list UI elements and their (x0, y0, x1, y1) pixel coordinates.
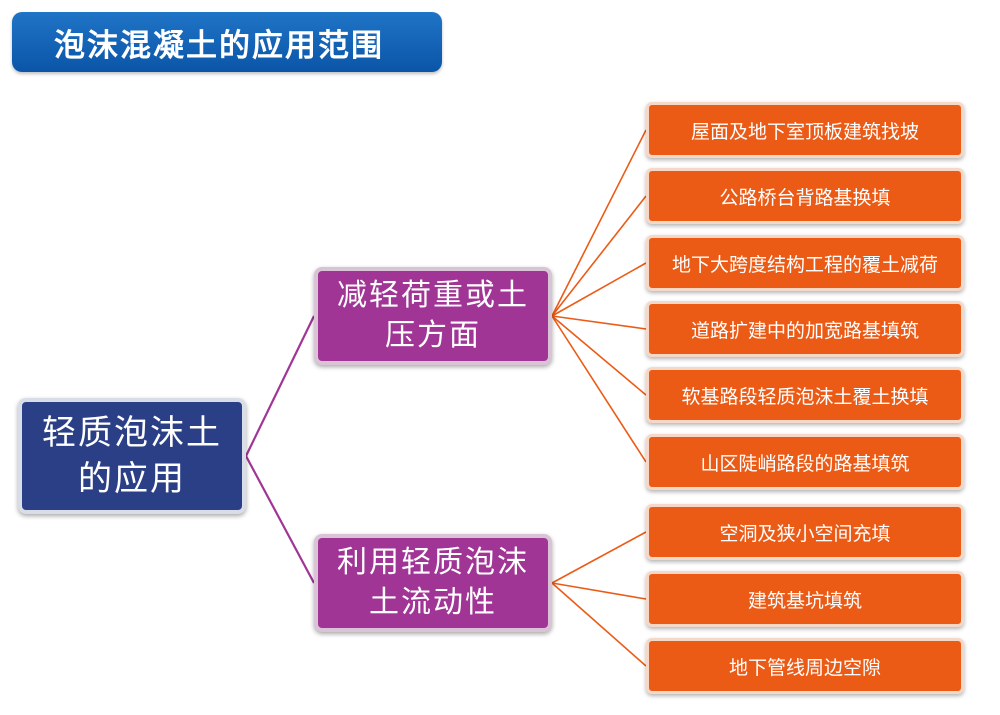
leaf-node-mountain-road: 山区陡峭路段的路基填筑 (646, 434, 964, 490)
leaf-label: 建筑基坑填筑 (747, 589, 862, 612)
leaf-node-roof-slope: 屋面及地下室顶板建筑找坡 (646, 102, 964, 158)
leaf-label: 地下管线周边空隙 (728, 656, 881, 679)
leaf-connector-line (551, 582, 647, 667)
branch-label: 减轻荷重或土压方面 (337, 278, 529, 353)
root-label: 轻质泡沫土的应用 (42, 413, 222, 499)
leaf-connector-line (551, 531, 647, 584)
leaf-label: 屋面及地下室顶板建筑找坡 (690, 120, 919, 143)
leaf-label: 软基路段轻质泡沫土覆土换填 (681, 385, 929, 408)
leaf-label: 地下大跨度结构工程的覆土减荷 (671, 253, 938, 276)
leaf-label: 空洞及狭小空间充填 (719, 522, 891, 545)
leaf-node-foundation-pit: 建筑基坑填筑 (646, 571, 964, 627)
leaf-connector-line (551, 315, 647, 330)
leaf-node-pipeline-gap: 地下管线周边空隙 (646, 638, 964, 694)
leaf-connector-line (551, 262, 647, 317)
leaf-connector-line (551, 195, 647, 317)
root-connector-line (245, 315, 315, 457)
leaf-label: 山区陡峭路段的路基填筑 (700, 452, 910, 475)
branch-node-reduce-load: 减轻荷重或土压方面 (314, 267, 552, 365)
root-node: 轻质泡沫土的应用 (18, 398, 246, 514)
leaf-connector-line (551, 582, 647, 600)
leaf-node-soft-soil: 软基路段轻质泡沫土覆土换填 (646, 367, 964, 423)
leaf-connector-line (551, 315, 647, 396)
leaf-connector-line (551, 129, 647, 317)
leaf-label: 道路扩建中的加宽路基填筑 (690, 319, 919, 342)
branch-node-fluidity: 利用轻质泡沫土流动性 (314, 534, 552, 632)
leaf-label: 公路桥台背路基换填 (719, 186, 891, 209)
leaf-node-cavity-fill: 空洞及狭小空间充填 (646, 504, 964, 560)
title-banner: 泡沫混凝土的应用范围 (12, 12, 442, 72)
root-connector-line (245, 455, 315, 584)
page-title: 泡沫混凝土的应用范围 (54, 27, 384, 64)
leaf-node-road-widening: 道路扩建中的加宽路基填筑 (646, 301, 964, 357)
branch-label: 利用轻质泡沫土流动性 (337, 545, 529, 620)
leaf-node-underground-load: 地下大跨度结构工程的覆土减荷 (646, 235, 964, 291)
leaf-node-bridge-backfill: 公路桥台背路基换填 (646, 168, 964, 224)
leaf-connector-line (551, 315, 647, 463)
